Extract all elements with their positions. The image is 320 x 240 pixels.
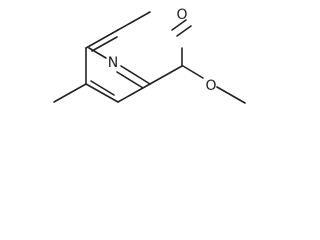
bond-c3-c4 [85, 83, 119, 103]
bond-n1-c2 [120, 65, 151, 85]
ester-oxygen-label: O [205, 78, 216, 94]
molecule-diagram: N O O [53, 7, 246, 104]
ring-nitrogen-label: N [108, 55, 118, 71]
carbonyl-oxygen-label: O [176, 7, 187, 23]
bond-c6-methyl [117, 11, 151, 31]
bond-c2-ch2 [149, 65, 183, 85]
bond-c-o-double-a [171, 19, 187, 31]
bond-c2-c3 [117, 83, 151, 103]
bond-c5-c6 [85, 29, 119, 49]
bond-carbonyl-o-ester [182, 65, 204, 79]
bond-c6-n1 [88, 47, 107, 59]
bond-c3-c4-inner [90, 80, 115, 96]
bond-c4-methyl [53, 83, 87, 103]
structure-figure: N O O [0, 0, 250, 132]
bond-o-methyl [216, 86, 246, 104]
bond-c-o-double-b [176, 25, 192, 37]
bond-n1-c2-inner [116, 71, 144, 89]
bond-c5-c6-inner [91, 36, 118, 52]
